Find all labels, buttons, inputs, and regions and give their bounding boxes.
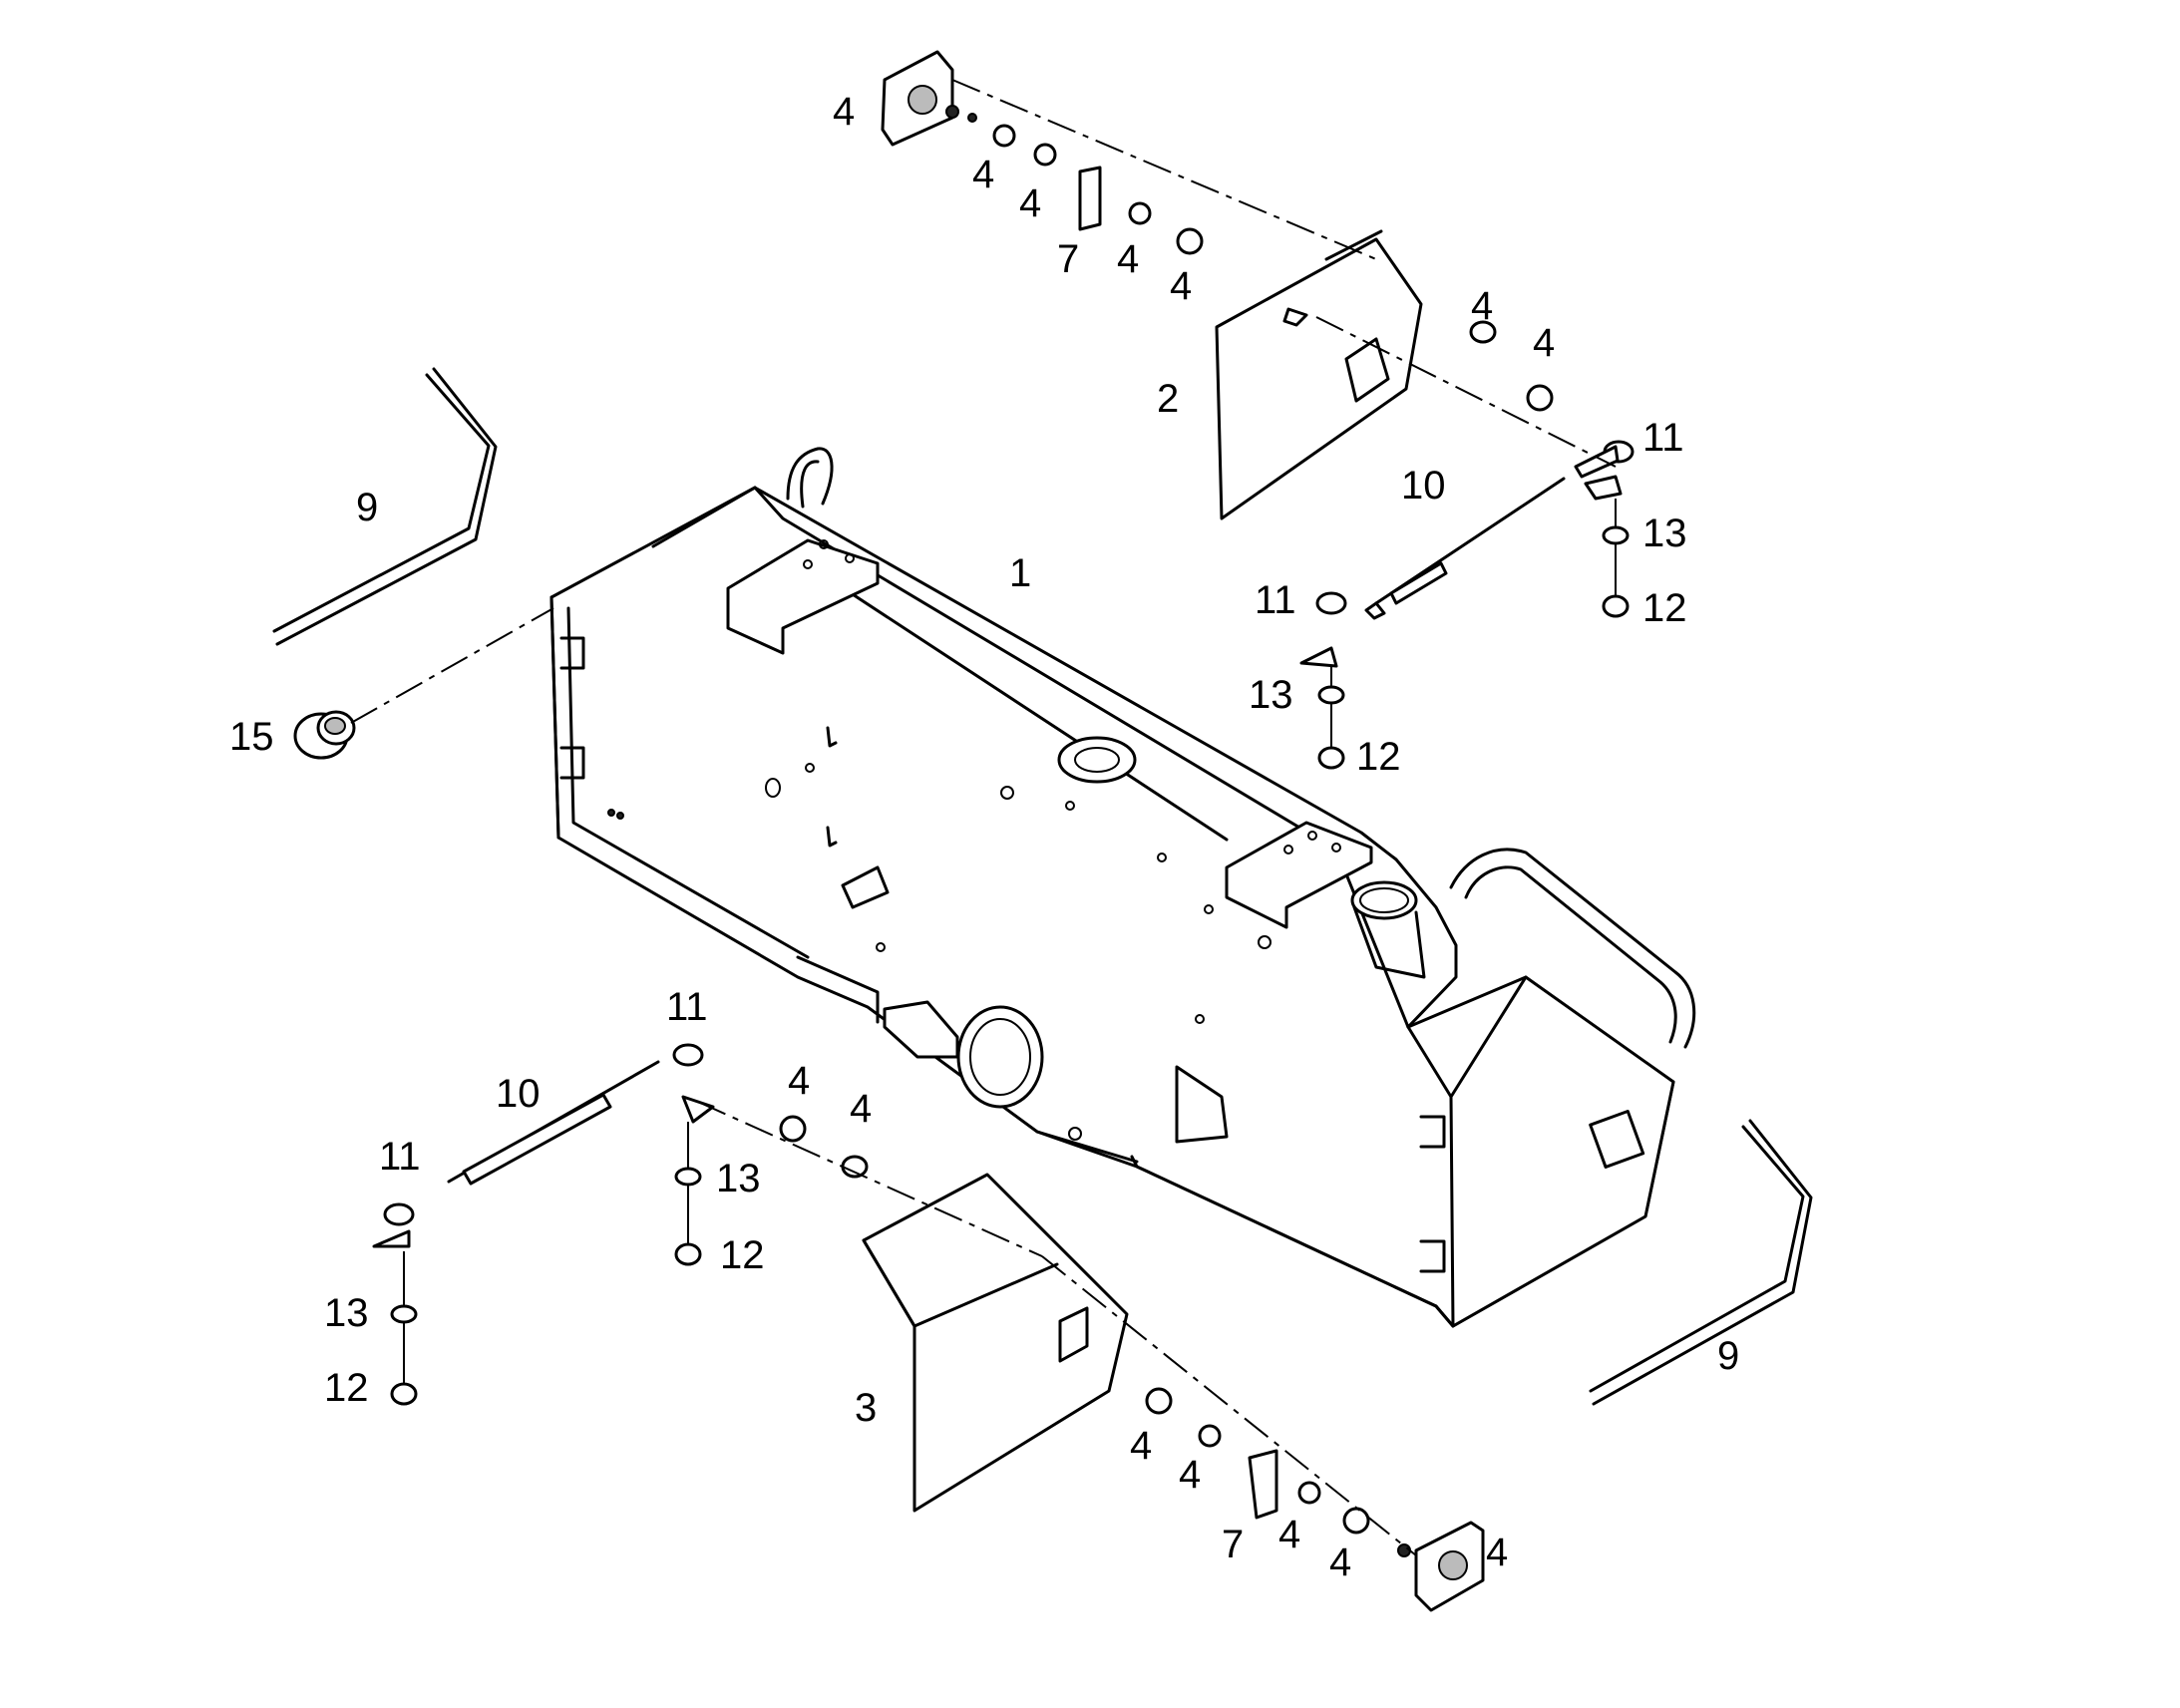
latch-lower bbox=[779, 1115, 1485, 1612]
callout-13: 13 bbox=[1249, 673, 1293, 717]
callout-9: 9 bbox=[356, 486, 378, 529]
callout-1: 1 bbox=[1009, 551, 1031, 595]
callout-4: 4 bbox=[1019, 181, 1041, 225]
callout-10: 10 bbox=[1401, 464, 1446, 508]
callout-4: 4 bbox=[1486, 1531, 1508, 1574]
callout-4: 4 bbox=[1533, 321, 1555, 365]
callout-12: 12 bbox=[1356, 735, 1401, 779]
callout-4: 4 bbox=[850, 1087, 872, 1131]
plug bbox=[293, 710, 356, 760]
callout-4: 4 bbox=[833, 90, 855, 134]
ball-joint-group-lower-left bbox=[372, 1202, 418, 1406]
upper-cover bbox=[1215, 229, 1423, 520]
callout-13: 13 bbox=[324, 1291, 369, 1335]
handle-lower-right bbox=[1589, 1119, 1813, 1406]
callout-12: 12 bbox=[1642, 586, 1687, 630]
callout-4: 4 bbox=[1179, 1453, 1201, 1497]
ball-joint-group-lower-center bbox=[672, 1043, 715, 1266]
callout-7: 7 bbox=[1057, 237, 1079, 281]
callout-11: 11 bbox=[379, 1135, 421, 1179]
ball-joint-group-upper-right bbox=[1574, 440, 1635, 618]
callout-11: 11 bbox=[1642, 416, 1684, 460]
callout-11: 11 bbox=[1255, 578, 1296, 622]
lower-cover bbox=[862, 1173, 1129, 1513]
ball-joint-group-center bbox=[1299, 591, 1347, 770]
gas-spring-upper bbox=[1364, 477, 1566, 620]
main-frame bbox=[549, 447, 1696, 1328]
handle-upper-left bbox=[272, 367, 498, 646]
callout-12: 12 bbox=[324, 1366, 369, 1410]
callout-11: 11 bbox=[666, 985, 708, 1029]
callout-4: 4 bbox=[972, 153, 994, 196]
callout-15: 15 bbox=[229, 715, 274, 759]
callout-13: 13 bbox=[1642, 512, 1687, 555]
callout-4: 4 bbox=[1278, 1513, 1300, 1556]
callout-2: 2 bbox=[1157, 377, 1179, 421]
callout-4: 4 bbox=[1130, 1424, 1152, 1468]
callout-4: 4 bbox=[1329, 1540, 1351, 1584]
callout-9: 9 bbox=[1717, 1334, 1739, 1378]
callout-12: 12 bbox=[720, 1233, 765, 1277]
callout-4: 4 bbox=[788, 1059, 810, 1103]
callout-3: 3 bbox=[855, 1386, 877, 1430]
assembly-center-lines bbox=[350, 79, 1617, 1556]
latch-upper bbox=[881, 50, 1554, 412]
callout-10: 10 bbox=[496, 1072, 541, 1116]
callout-labels: 1 2 3 4 4 4 4 4 4 4 4 4 4 4 4 4 4 7 7 9 … bbox=[229, 90, 1739, 1584]
callout-4: 4 bbox=[1170, 264, 1192, 308]
callout-13: 13 bbox=[716, 1157, 761, 1200]
gas-spring-lower bbox=[447, 1060, 660, 1186]
callout-4: 4 bbox=[1117, 237, 1139, 281]
callout-7: 7 bbox=[1222, 1523, 1244, 1566]
callout-4: 4 bbox=[1471, 284, 1493, 328]
